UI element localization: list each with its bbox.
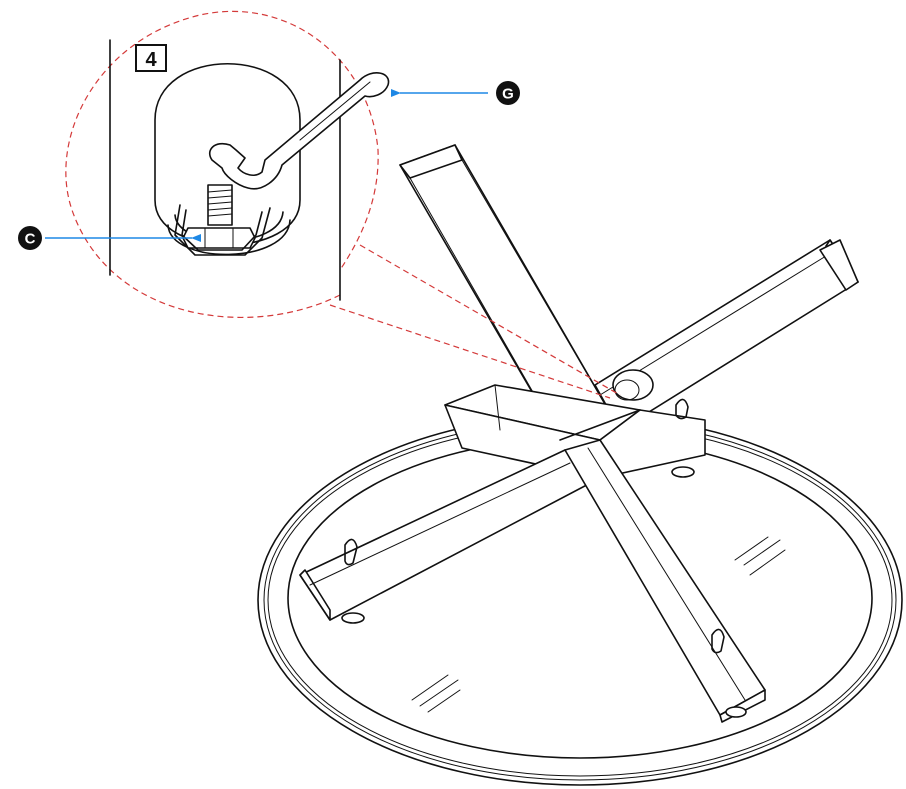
part-label-c-badge	[18, 226, 42, 250]
wrench-icon	[208, 72, 390, 190]
part-label-c: C	[25, 231, 36, 248]
bolt-nut-icon	[174, 184, 271, 256]
glass-reflection-marks	[411, 536, 786, 713]
table-base-cross-icon	[299, 144, 859, 723]
part-label-g: G	[502, 86, 514, 103]
label-c-group: C	[18, 226, 201, 250]
step-number-badge: 4	[135, 44, 167, 72]
part-label-g-badge	[496, 81, 520, 105]
detail-callout	[65, 10, 621, 399]
detail-view: 4	[109, 39, 390, 301]
label-g-group: G	[391, 81, 520, 105]
step-number-text: 4	[145, 49, 157, 71]
